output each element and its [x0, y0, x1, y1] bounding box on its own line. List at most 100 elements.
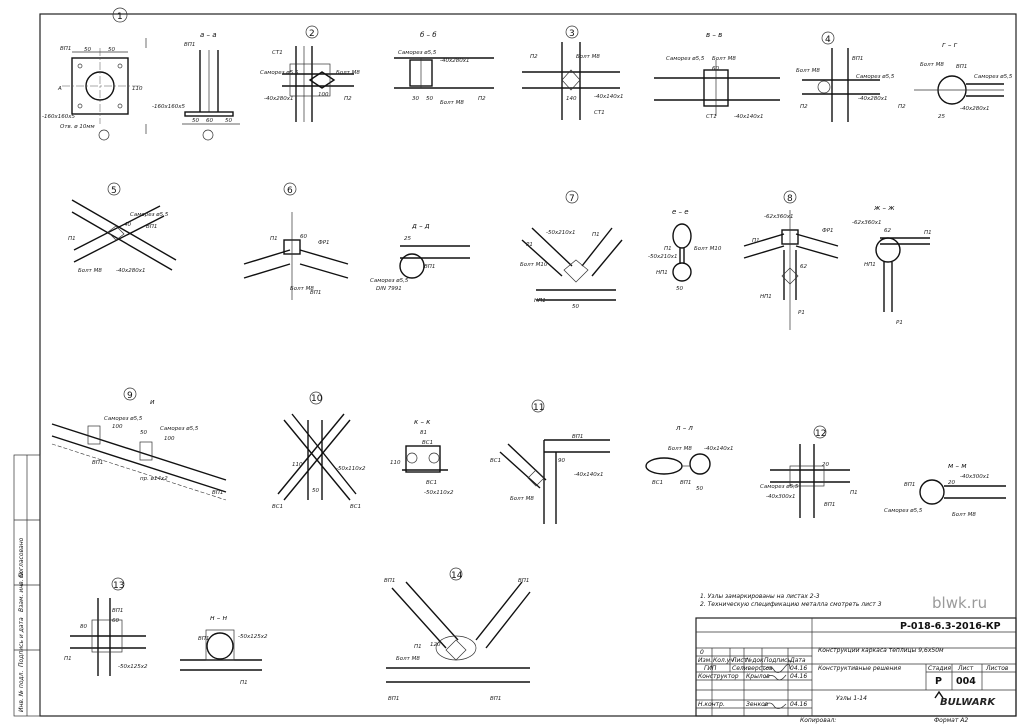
node-9-dim-100b: 100: [164, 436, 175, 442]
section-m-m-bolt: Болт М8: [952, 512, 976, 518]
company-logo-mark: [934, 690, 944, 699]
node-2-dim-100: 100: [318, 92, 329, 98]
section-a-a-vp1: ВП1: [184, 42, 195, 48]
row-zero: 0: [700, 649, 704, 656]
section-g-g-vp1: ВП1: [956, 64, 967, 70]
node-3-st1: СТ1: [594, 110, 605, 116]
node-2-plate: -40х280х1: [264, 96, 294, 102]
section-zh-zh-title: ж – ж: [873, 204, 895, 212]
node-14-p1: П1: [414, 644, 422, 650]
section-a-a-title: а – а: [200, 31, 217, 39]
sheet-title: Узлы 1-14: [836, 695, 867, 702]
node-11-dim-90: 90: [558, 458, 565, 464]
section-m-m: м – м -40х300х1 ВП1 Саморез ø5,5 Болт М8…: [884, 462, 1006, 518]
node-12-screw: Саморез ø5,5: [760, 484, 799, 490]
section-e-e-title: е – е: [672, 208, 689, 216]
node-13-number: 13: [113, 581, 124, 591]
node-12-vp1: ВП1: [824, 502, 835, 508]
object-title: Конструкции каркаса теплицы 9,6х50м: [818, 647, 944, 654]
section-m-m-vp1: ВП1: [904, 482, 915, 488]
hdr-qty: Кол.уч: [713, 657, 734, 664]
node-9-dim-100a: 100: [112, 424, 123, 430]
section-k-k-title: к – к: [414, 418, 431, 426]
section-k-k-vs1b: ВС1: [426, 480, 437, 486]
side-stamp-sign-date: Подпись и дата: [18, 617, 25, 667]
node-3: 3 Болт М8 -40х140х1 СТ1 П2 140: [522, 25, 624, 120]
node-2-screw: Саморез ø5,5: [260, 70, 299, 76]
node-4-number: 4: [825, 35, 831, 45]
node-11-plate: -40х140х1: [574, 472, 604, 478]
node-10-dim-50: 50: [312, 488, 319, 494]
hdr-sheet: Лист: [731, 657, 748, 664]
section-m-m-plate: -40х300х1: [960, 474, 990, 480]
node-2-p2: П2: [344, 96, 352, 102]
section-l-l-bolt: Болт М8: [668, 446, 692, 452]
section-n-n: н – н ВП1 -50х125х2 П1: [180, 614, 268, 686]
section-a-a: а – а 50 60 50 ВП1 -160х160х5: [152, 31, 240, 141]
node-8-dim-62: 62: [800, 264, 807, 270]
section-zh-zh-np1: НП1: [864, 262, 876, 268]
node-6-vp1: ВП1: [310, 290, 321, 296]
node-13-dim-80: 80: [80, 624, 87, 630]
node-4-bolt: Болт М8: [796, 68, 820, 74]
node-9-vp1b: ВП1: [212, 490, 223, 496]
name-gip: Селиверстов: [732, 665, 773, 672]
section-d-d-screw: Саморез ø5,5: [370, 278, 409, 284]
node-8-p1: П1: [752, 238, 760, 244]
role-gip: ГИП: [704, 665, 717, 672]
node-6-bolt: Болт М8: [290, 286, 314, 292]
node-14: 14 ВП1 ВП1 Болт М8 П1 120 ВП1 ВП1: [384, 567, 531, 702]
signature-1: [763, 663, 791, 673]
node-7-number: 7: [569, 194, 575, 204]
node-4-plate: -40х280х1: [858, 96, 888, 102]
node-1-number: 1: [117, 12, 123, 22]
section-b-b-p2: П2: [478, 96, 486, 102]
node-4-vp1: ВП1: [852, 56, 863, 62]
section-n-n-title: н – н: [210, 614, 228, 622]
section-n-n-plate: -50х125х2: [238, 634, 268, 640]
section-m-m-screw: Саморез ø5,5: [884, 508, 923, 514]
role-designer: Конструктор: [698, 673, 739, 680]
section-k-k-plate: -50х110х2: [424, 490, 454, 496]
node-5-screw: Саморез ø5,5: [130, 212, 169, 218]
node-9-section-mark: и: [150, 398, 155, 406]
section-g-g-plate: -40х280х1: [960, 106, 990, 112]
node-6-d-mark: 60: [300, 234, 307, 240]
section-l-l-vs1: ВС1: [652, 480, 663, 486]
designation: Р-018-6.3-2016-КР: [900, 621, 1001, 632]
node-1-dim-110: 110: [132, 86, 143, 92]
signature-2: [763, 674, 787, 681]
node-8-np1: НП1: [760, 294, 772, 300]
node-12: 12 20 Саморез ø5,5 -40х300х1 ВП1 П1: [760, 425, 858, 518]
section-zh-zh-plate: -62х360х1: [852, 220, 882, 226]
section-v-v-screw: Саморез ø5,5: [666, 56, 705, 62]
section-b-b-plate: -40х280х1: [440, 58, 470, 64]
side-stamp: Согласовано Взам. инв. № Подпись и дата …: [13, 454, 41, 717]
node-6-fr1: ФР1: [318, 240, 330, 246]
node-4-p2: П2: [800, 104, 808, 110]
section-e-e-dim-50: 50: [676, 286, 683, 292]
node-8-number: 8: [787, 194, 793, 204]
node-1-vp1: ВП1: [60, 46, 71, 52]
node-9-screw2: Саморез ø5,5: [160, 426, 199, 432]
section-e-e-plate: -50х210х1: [648, 254, 678, 260]
section-b-b-dim-50: 50: [426, 96, 433, 102]
node-1-plate: -160х160х5: [42, 114, 75, 120]
section-d-d-gost: DIN 7991: [376, 286, 402, 292]
section-b-b-bolt: Болт М8: [440, 100, 464, 106]
section-a-a-dim-60: 60: [206, 118, 213, 124]
role-norm: Н.контр.: [698, 701, 725, 708]
node-4: 4 Болт М8 ВП1 Саморез ø5,5 -40х280х1 П2: [796, 31, 895, 122]
section-g-g: г – г Болт М8 ВП1 Саморез ø5,5 -40х280х1…: [898, 41, 1013, 120]
node-13-dim-60: 60: [112, 618, 119, 624]
section-e-e: е – е П1 -50х210х1 Болт М10 НП1 50: [648, 208, 722, 292]
node-12-dim-20: 20: [822, 462, 829, 468]
node-11-vs1: ВС1: [490, 458, 501, 464]
node-14-bolt: Болт М8: [396, 656, 420, 662]
section-b-b-dim-30: 30: [412, 96, 419, 102]
section-b-b-title: б – б: [420, 31, 437, 39]
hdr-date: Дата: [789, 657, 806, 664]
node-3-number: 3: [569, 29, 575, 39]
section-e-e-np1: НП1: [656, 270, 668, 276]
company-logo: BULWARK: [940, 697, 996, 708]
